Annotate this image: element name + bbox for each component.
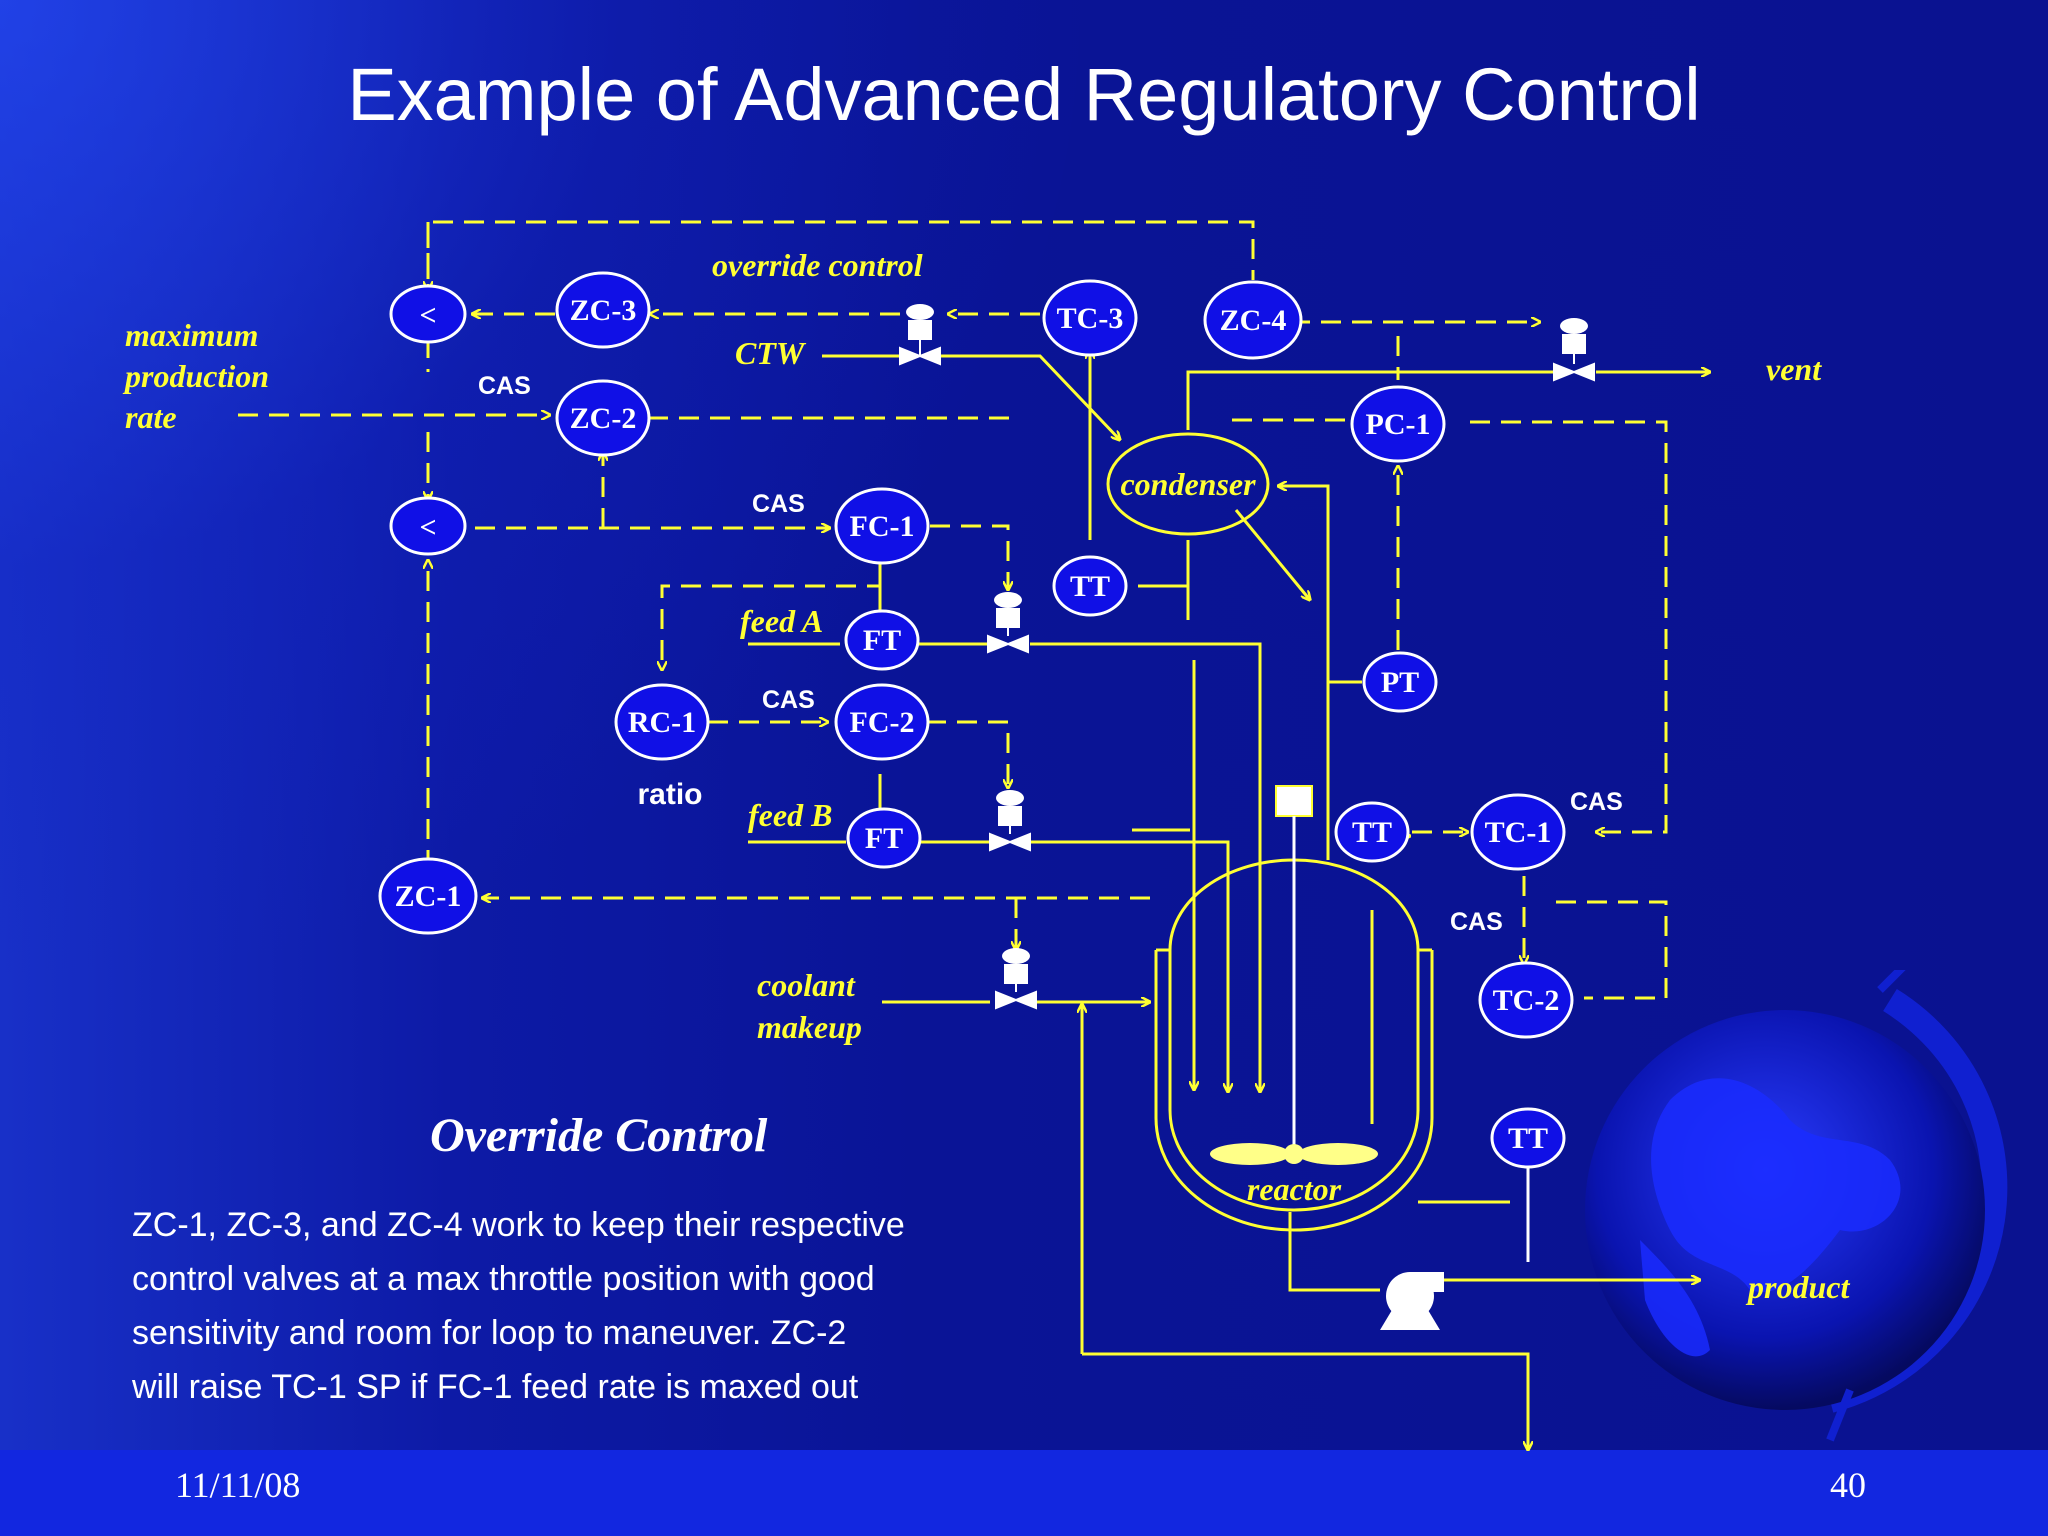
controller-pc1-label: PC-1: [1366, 408, 1431, 441]
selector-low-1[interactable]: <: [389, 284, 467, 344]
body-text: ZC-1, ZC-3, and ZC-4 work to keep their …: [132, 1198, 1072, 1414]
reactor-label: reactor: [1247, 1171, 1342, 1207]
body-line: will raise TC-1 SP if FC-1 feed rate is …: [132, 1368, 859, 1406]
cas-label: CAS: [762, 686, 815, 714]
temp-transmitter-bottom-label: TT: [1508, 1122, 1548, 1155]
signal-lines: [238, 220, 1668, 1000]
condenser: [1106, 432, 1270, 536]
temp-transmitter-condenser-label: TT: [1070, 570, 1110, 603]
section-subtitle: Override Control: [430, 1109, 768, 1162]
controller-fc2[interactable]: FC-2: [834, 683, 930, 761]
body-line: control valves at a max throttle positio…: [132, 1260, 875, 1298]
max-rate-line3: rate: [125, 399, 177, 435]
selector-low-2[interactable]: <: [389, 496, 467, 556]
temp-transmitter-reactor[interactable]: TT: [1334, 801, 1410, 863]
body-line: sensitivity and room for loop to maneuve…: [132, 1314, 847, 1352]
control-valve-icon: [1553, 318, 1595, 382]
controller-tc3[interactable]: TC-3: [1042, 279, 1138, 357]
condenser-label: condenser: [1120, 466, 1256, 502]
agitator-icon: [1210, 1143, 1378, 1165]
coolant-line2: makeup: [757, 1009, 862, 1045]
selector-low-1-label: <: [419, 299, 436, 332]
controller-zc2[interactable]: ZC-2: [555, 379, 651, 457]
control-valve-icon: [989, 790, 1031, 852]
cas-label: CAS: [478, 372, 531, 400]
control-valve-icon: [987, 592, 1029, 654]
pressure-transmitter-label: PT: [1381, 666, 1419, 699]
cas-label: CAS: [1570, 788, 1623, 816]
reactor-vessel: [1154, 785, 1434, 1232]
vent-label: vent: [1766, 351, 1822, 387]
controller-zc1-label: ZC-1: [395, 880, 462, 913]
controller-tc2[interactable]: TC-2: [1478, 961, 1574, 1039]
feed-a-label: feed A: [740, 603, 823, 639]
ratio-controller-rc1-label: RC-1: [628, 706, 696, 739]
control-valve-icon: [995, 948, 1037, 1010]
temp-transmitter-bottom[interactable]: TT: [1490, 1107, 1566, 1169]
product-label: product: [1745, 1269, 1850, 1305]
process-lines: [748, 350, 1710, 1450]
body-line: ZC-1, ZC-3, and ZC-4 work to keep their …: [132, 1206, 905, 1244]
controller-fc1-label: FC-1: [850, 510, 915, 543]
pump-icon: [1380, 1272, 1444, 1330]
temp-transmitter-reactor-label: TT: [1352, 816, 1392, 849]
footer-bar: [0, 1450, 2048, 1536]
flow-transmitter-a[interactable]: FT: [844, 609, 920, 671]
cas-label: CAS: [1450, 908, 1503, 936]
flow-transmitter-a-label: FT: [863, 624, 901, 657]
slide-date: 11/11/08: [175, 1465, 301, 1505]
controller-fc2-label: FC-2: [850, 706, 915, 739]
slide-title: Example of Advanced Regulatory Control: [347, 53, 1701, 136]
coolant-line1: coolant: [757, 967, 856, 1003]
feed-b-label: feed B: [748, 797, 832, 833]
controller-fc1[interactable]: FC-1: [834, 487, 930, 565]
controller-zc1[interactable]: ZC-1: [378, 857, 478, 935]
max-rate-line2: production: [122, 358, 269, 394]
ratio-label: ratio: [637, 778, 702, 811]
controller-pc1[interactable]: PC-1: [1350, 385, 1446, 463]
controller-tc3-label: TC-3: [1057, 302, 1124, 335]
globe-icon: [1585, 970, 2008, 1484]
controller-zc3-label: ZC-3: [570, 294, 637, 327]
ctw-label: CTW: [735, 335, 807, 371]
pressure-transmitter[interactable]: PT: [1362, 651, 1438, 713]
flow-transmitter-b-label: FT: [865, 822, 903, 855]
max-rate-line1: maximum: [125, 317, 258, 353]
cas-label: CAS: [752, 490, 805, 518]
controller-tc1[interactable]: TC-1: [1470, 793, 1566, 871]
controller-zc4-label: ZC-4: [1220, 304, 1287, 337]
selector-low-2-label: <: [419, 511, 436, 544]
controller-zc4[interactable]: ZC-4: [1203, 280, 1303, 360]
controller-tc2-label: TC-2: [1493, 984, 1560, 1017]
controller-tc1-label: TC-1: [1485, 816, 1552, 849]
override-control-label: override control: [712, 247, 923, 283]
controller-zc3[interactable]: ZC-3: [555, 271, 651, 349]
page-number: 40: [1830, 1465, 1866, 1505]
ratio-controller-rc1[interactable]: RC-1: [614, 683, 710, 761]
control-valve-icon: [899, 304, 941, 366]
controller-zc2-label: ZC-2: [570, 402, 637, 435]
temp-transmitter-condenser[interactable]: TT: [1052, 555, 1128, 617]
flow-transmitter-b[interactable]: FT: [846, 807, 922, 869]
